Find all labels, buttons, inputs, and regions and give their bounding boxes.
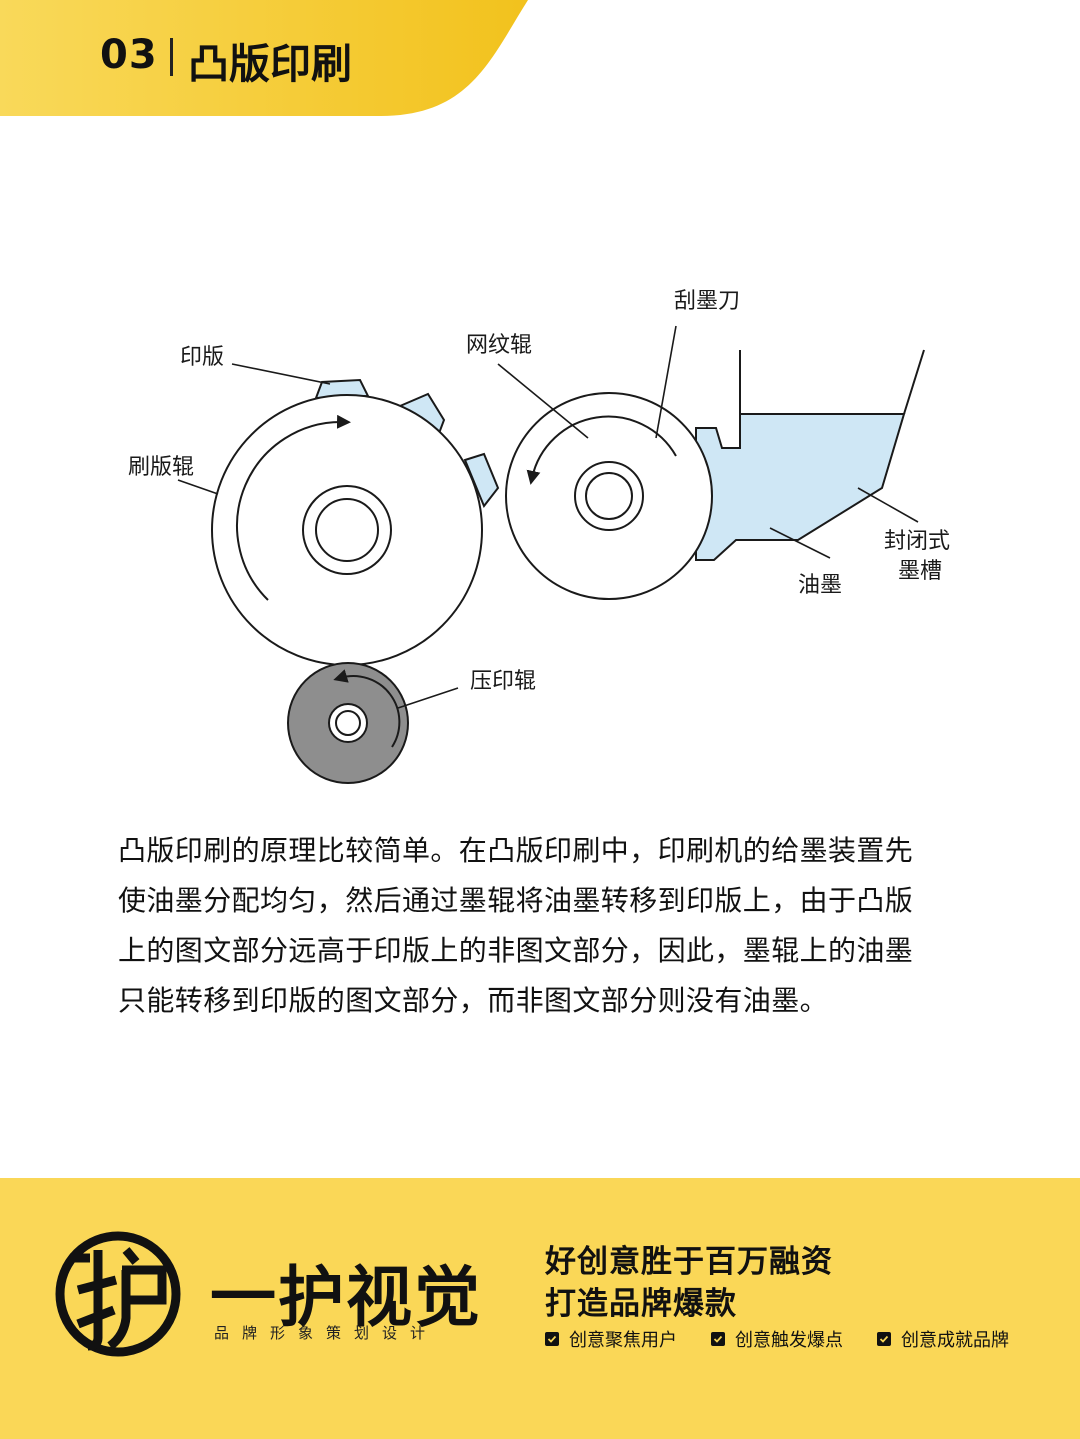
label-ink: 油墨 xyxy=(798,573,842,598)
checkbox-icon xyxy=(545,1332,559,1346)
header-banner xyxy=(0,0,530,116)
label-doctor-blade: 刮墨刀 xyxy=(674,289,740,314)
feature-label: 创意聚焦用户 xyxy=(569,1330,677,1351)
section-number: 03 xyxy=(100,32,158,78)
paragraph-line: 只能转移到印版的图文部分，而非图文部分则没有油墨。 xyxy=(118,984,829,1017)
slogan-line-1: 好创意胜于百万融资 xyxy=(545,1244,833,1280)
slogan-line-2: 打造品牌爆款 xyxy=(545,1286,737,1322)
rotation-arrow xyxy=(333,669,401,748)
brand-name: 一护视觉 xyxy=(210,1259,482,1336)
footer-banner: 一护视觉 品牌形象策划设计 好创意胜于百万融资 打造品牌爆款 创意聚焦用户 创意… xyxy=(0,1178,1080,1439)
anilox-roller xyxy=(505,392,713,600)
rotation-arrow xyxy=(526,415,677,485)
label-plate-roller: 刷版辊 xyxy=(128,455,194,480)
feature-item: 创意聚焦用户 xyxy=(545,1326,677,1352)
paragraph-line: 凸版印刷的原理比较简单。在凸版印刷中，印刷机的给墨装置先 xyxy=(118,834,914,867)
impression-roller xyxy=(287,662,409,784)
label-ink-chamber-line1: 封闭式 xyxy=(884,529,950,554)
printing-plate xyxy=(463,452,500,508)
paragraph-line: 使油墨分配均匀，然后通过墨辊将油墨转移到印版上，由于凸版 xyxy=(118,884,914,917)
label-impression-roller: 压印辊 xyxy=(470,669,536,694)
description-paragraph: 凸版印刷的原理比较简单。在凸版印刷中，印刷机的给墨装置先 使油墨分配均匀，然后通… xyxy=(118,826,978,1026)
feature-list: 创意聚焦用户 创意触发爆点 创意成就品牌 xyxy=(545,1326,1009,1352)
feature-label: 创意成就品牌 xyxy=(901,1330,1009,1351)
label-anilox-roller: 网纹辊 xyxy=(466,333,532,358)
feature-label: 创意触发爆点 xyxy=(735,1330,843,1351)
page-title: 凸版印刷 xyxy=(188,40,352,88)
plate-roller xyxy=(211,394,483,666)
checkbox-icon xyxy=(877,1332,891,1346)
feature-item: 创意成就品牌 xyxy=(877,1326,1009,1352)
feature-item: 创意触发爆点 xyxy=(711,1326,843,1352)
paragraph-line: 上的图文部分远高于印版上的非图文部分，因此，墨辊上的油墨 xyxy=(118,934,914,967)
brand-logo-icon xyxy=(50,1228,190,1364)
rotation-arrow xyxy=(236,414,351,601)
label-plate: 印版 xyxy=(180,345,224,370)
label-ink-chamber-line2: 墨槽 xyxy=(898,559,942,584)
letterpress-diagram: 印版 刷版辊 网纹辊 刮墨刀 油墨 封闭式 墨槽 压印辊 xyxy=(0,260,1080,804)
closed-ink-chamber xyxy=(695,349,925,561)
checkbox-icon xyxy=(711,1332,725,1346)
ink-fill xyxy=(695,413,906,561)
section-divider xyxy=(170,38,173,76)
brand-subtitle: 品牌形象策划设计 xyxy=(214,1324,439,1342)
